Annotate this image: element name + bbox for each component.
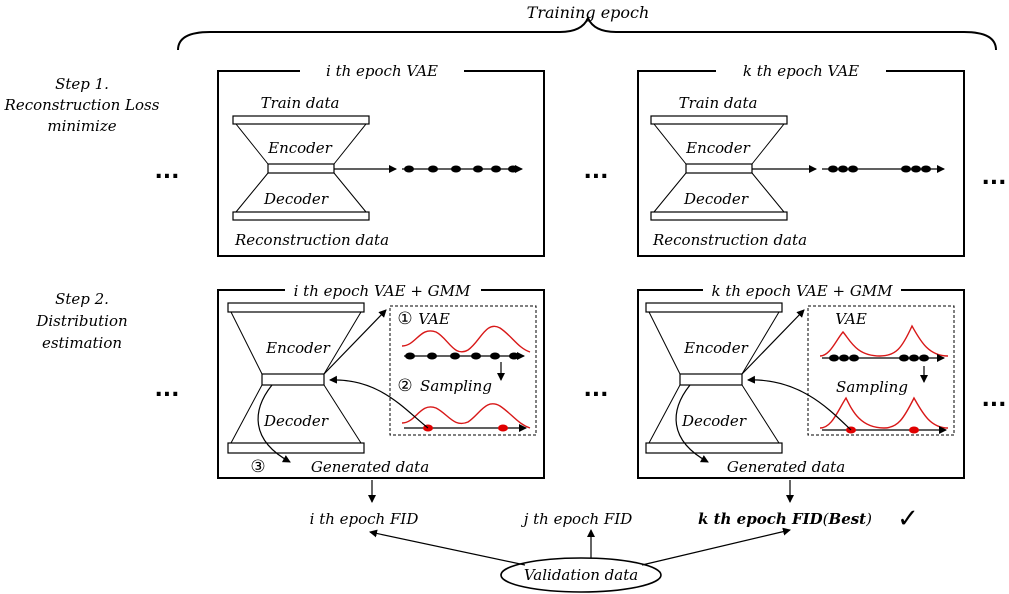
validation-label: Validation data xyxy=(524,566,638,584)
check-icon: ✓ xyxy=(897,504,919,534)
step2-label: Step 2. Distribution estimation xyxy=(35,290,127,352)
panel-i2-sampled-curve xyxy=(401,403,531,429)
epoch-brace xyxy=(177,15,997,51)
panel-i2-sampling-label: Sampling xyxy=(420,377,492,395)
panel-k2-density-curve xyxy=(819,324,949,357)
arrow-to-fid-k xyxy=(641,527,791,566)
ellipsis-mid-row2: ... xyxy=(583,377,608,402)
svg-text:Step 2.: Step 2. xyxy=(55,290,109,308)
panel-k2-sample-point xyxy=(909,426,919,434)
panel-i-input-bar xyxy=(232,115,370,125)
fid-k-label: k th epoch FID(Best) xyxy=(698,510,872,528)
panel-i2-generated-label: Generated data xyxy=(311,458,429,476)
svg-text:minimize: minimize xyxy=(47,117,116,135)
ellipsis-mid-row1: ... xyxy=(583,159,608,184)
panel-i-train-label: Train data xyxy=(261,94,340,112)
panel-k-encoder-label: Encoder xyxy=(685,139,751,157)
panel-i2-latent-bar xyxy=(261,373,325,386)
panel-i2-encoder-label: Encoder xyxy=(265,339,331,357)
panel-k-output-bar xyxy=(650,211,788,221)
panel-k2-vae-label: VAE xyxy=(835,310,867,328)
panel-k-train-label: Train data xyxy=(679,94,758,112)
panel-i2-gmm-box xyxy=(389,305,537,436)
panel-k2-gmm-box xyxy=(807,305,955,436)
panel-i-encoder-label: Encoder xyxy=(267,139,333,157)
panel-k-vae: k th epoch VAE Train data Encoder Decode… xyxy=(637,62,965,257)
ellipsis-right-row2: ... xyxy=(981,387,1006,412)
panel-k-vae-gmm: k th epoch VAE + GMM Encoder Decoder VAE… xyxy=(637,282,965,479)
fid-i-label: i th epoch FID xyxy=(310,510,419,528)
step-1-marker: ① xyxy=(397,309,412,329)
panel-k-decoder-label: Decoder xyxy=(683,190,749,208)
panel-k2-sampled-curve xyxy=(819,396,949,429)
panel-i2-vae-label: VAE xyxy=(418,310,450,328)
panel-k-input-bar xyxy=(650,115,788,125)
ellipsis-left-row1: ... xyxy=(154,159,179,184)
panel-i-vae-gmm: i th epoch VAE + GMM Encoder Decoder ① V… xyxy=(217,282,545,479)
panel-i-latent-bar xyxy=(267,163,335,174)
panel-k-latent-points xyxy=(828,165,931,173)
step1-label: Step 1. Reconstruction Loss minimize xyxy=(4,75,160,135)
panel-k2-decoder-label: Decoder xyxy=(681,412,747,430)
arrow-to-fid-i xyxy=(369,529,526,566)
svg-text:Distribution: Distribution xyxy=(35,312,127,330)
panel-i2-density-curve xyxy=(401,325,531,353)
panel-k2-encoder-label: Encoder xyxy=(683,339,749,357)
validation-node xyxy=(500,557,662,593)
svg-text:Step 1.: Step 1. xyxy=(55,75,109,93)
panel-k2-generated-label: Generated data xyxy=(727,458,845,476)
panel-i2-latent-points xyxy=(405,352,519,360)
panel-i-recon-label: Reconstruction data xyxy=(234,231,389,249)
panel-k-recon-label: Reconstruction data xyxy=(652,231,807,249)
svg-text:estimation: estimation xyxy=(42,334,122,352)
training-epoch-title: Training epoch xyxy=(527,3,650,22)
panel-k-latent-bar xyxy=(685,163,753,174)
panel-i2-title: i th epoch VAE + GMM xyxy=(294,282,471,300)
panel-i-title: i th epoch VAE xyxy=(326,62,438,80)
step-2-marker: ② xyxy=(397,376,412,396)
panel-k2-latent-bar xyxy=(679,373,743,386)
panel-k-title: k th epoch VAE xyxy=(743,62,859,80)
panel-k2-latent-points xyxy=(829,354,929,362)
panel-k2-title: k th epoch VAE + GMM xyxy=(711,282,893,300)
svg-text:Reconstruction Loss: Reconstruction Loss xyxy=(4,96,160,114)
fid-j-label: j th epoch FID xyxy=(521,510,633,528)
panel-i2-sample-point xyxy=(498,424,508,432)
panel-i-latent-points xyxy=(404,165,518,173)
panel-i-vae: i th epoch VAE Train data Encoder Decode… xyxy=(217,62,545,257)
step-3-marker: ③ xyxy=(250,457,265,477)
ellipsis-left-row2: ... xyxy=(154,377,179,402)
panel-i-output-bar xyxy=(232,211,370,221)
panel-i2-decoder-label: Decoder xyxy=(263,412,329,430)
panel-k2-sampling-label: Sampling xyxy=(836,378,908,396)
panel-i-decoder-label: Decoder xyxy=(263,190,329,208)
ellipsis-right-row1: ... xyxy=(981,165,1006,190)
